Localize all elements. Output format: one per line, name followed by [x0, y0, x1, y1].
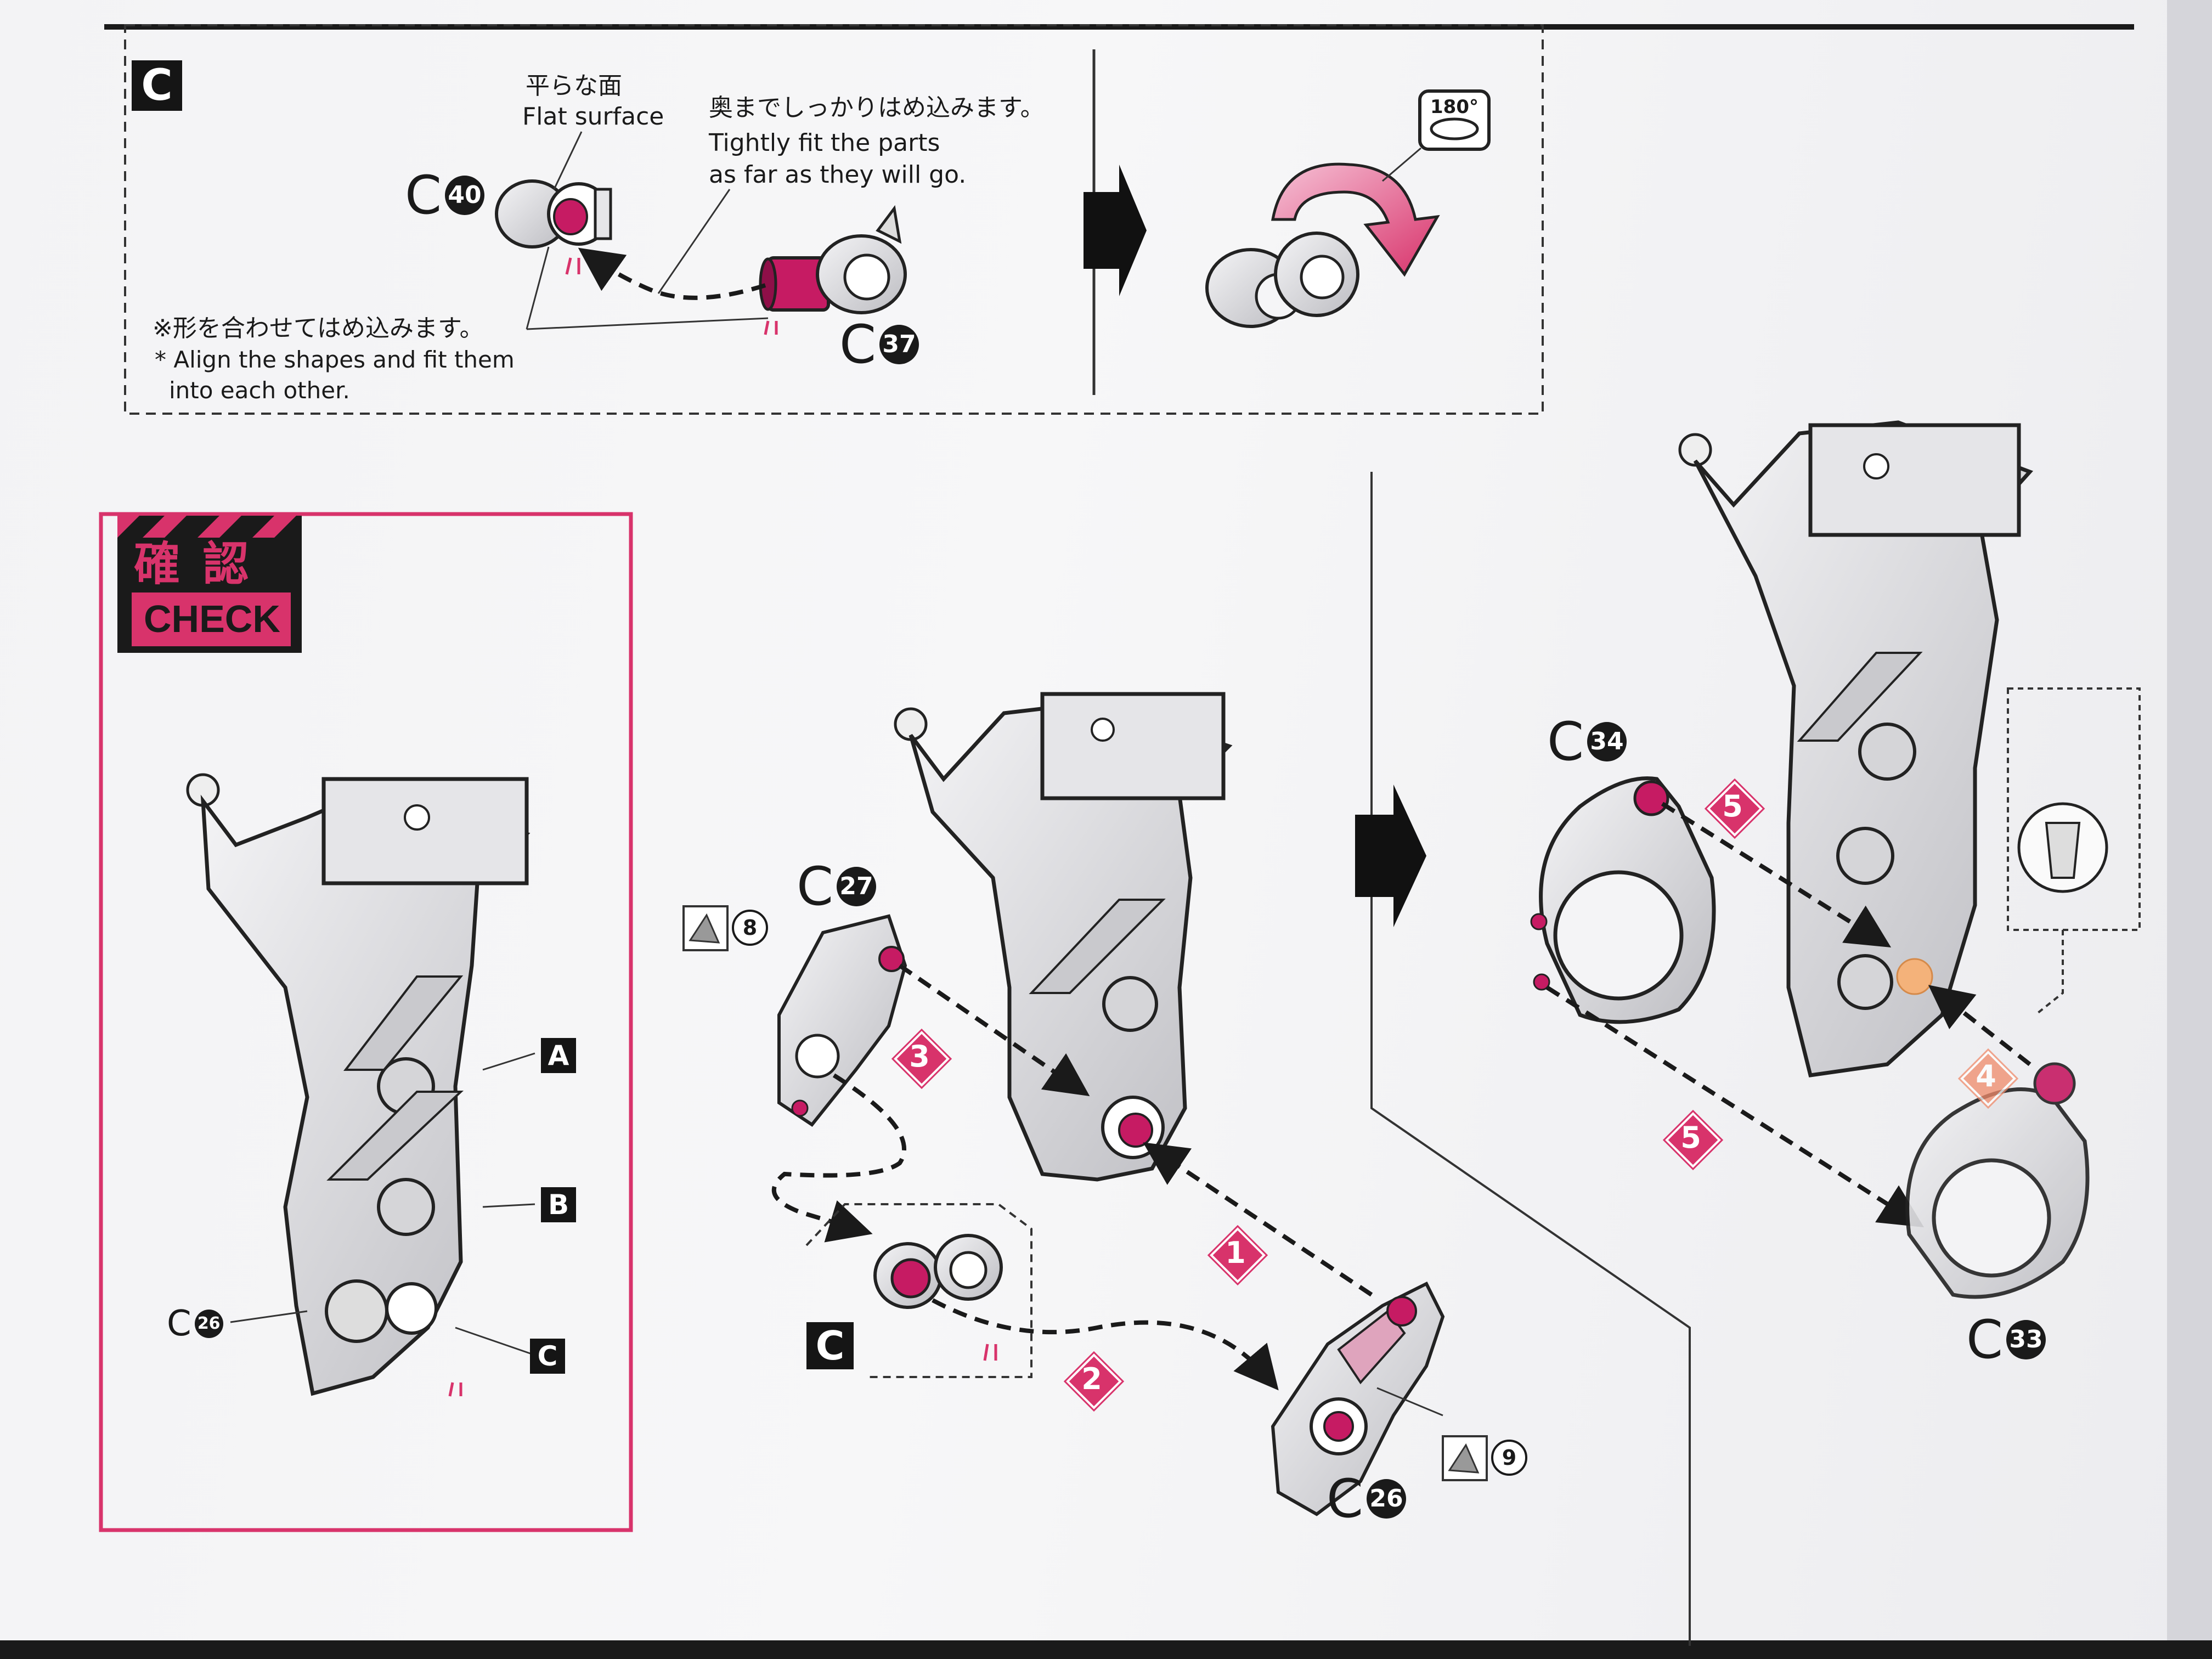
check-part-c26-number: 26	[194, 1310, 223, 1338]
check-title-en: CHECK	[144, 597, 280, 640]
part-c34-drawing	[1530, 776, 1716, 1024]
page-edge	[2167, 0, 2212, 1659]
middle-assembly-drawing	[894, 692, 1233, 1182]
check-panel-frame	[99, 512, 633, 1532]
align-en-1: * Align the shapes and fit them	[155, 346, 515, 373]
part-c27-number: 27	[837, 867, 877, 906]
section-c-frame	[124, 24, 1544, 415]
align-jp: ※形を合わせてはめ込みます。	[153, 314, 484, 342]
flat-surface-en: Flat surface	[522, 103, 664, 131]
rotate-180-label: 180°	[1430, 96, 1479, 118]
check-part-c26-letter: C	[167, 1304, 191, 1344]
nipper-icon-9	[1442, 1435, 1488, 1481]
section-c-badge: C	[132, 60, 182, 111]
nipper-icon-8	[682, 905, 729, 951]
part-c40-drawing	[495, 179, 612, 249]
sub-c-badge: C	[806, 1322, 854, 1369]
step-3-number: 3	[909, 1039, 930, 1074]
step-2-number: 2	[1081, 1362, 1102, 1396]
part-c33-number: 33	[2006, 1320, 2046, 1359]
section-c-arrow	[1084, 165, 1147, 296]
step-badge-3: 3	[894, 1031, 950, 1087]
right-arrow	[1355, 785, 1426, 927]
rotation-arrow	[1271, 162, 1440, 277]
step-4-number: 4	[1976, 1059, 1996, 1093]
step-badge-5a: 5	[1707, 781, 1763, 837]
step-badge-1: 1	[1210, 1227, 1266, 1283]
check-callout-a: A	[541, 1038, 576, 1073]
part-c26-letter: C	[1327, 1468, 1364, 1530]
part-c26-drawing	[1271, 1281, 1445, 1516]
part-c27-drawing	[777, 914, 907, 1127]
cut-number-9: 9	[1491, 1440, 1527, 1476]
step-5b-number: 5	[1680, 1120, 1701, 1155]
part-c26-number: 26	[1367, 1479, 1407, 1519]
step-badge-4: 4	[1960, 1051, 2016, 1107]
zoom-inset-frame	[2007, 687, 2141, 931]
right-assembly-drawing	[1678, 420, 2034, 1077]
part-c33-letter: C	[1966, 1309, 2004, 1370]
part-c37-letter: C	[839, 314, 877, 375]
bottom-strip	[0, 1640, 2212, 1659]
step-badge-2: 2	[1066, 1353, 1122, 1409]
step-badge-5b: 5	[1665, 1112, 1721, 1168]
sub-c-drawing	[873, 1234, 1003, 1309]
step-5a-number: 5	[1722, 789, 1743, 823]
tight-fit-en-1: Tightly fit the parts	[709, 129, 940, 157]
check-title-jp: 確 認	[134, 537, 252, 591]
part-c40-letter: C	[405, 165, 442, 226]
rotated-part-drawing	[1205, 232, 1359, 328]
part-c40-number: 40	[445, 176, 485, 215]
check-assembly-drawing	[186, 773, 531, 1396]
tight-fit-en-2: as far as they will go.	[709, 161, 967, 189]
top-rule	[104, 24, 2134, 30]
flat-surface-jp: 平らな面	[526, 72, 622, 100]
part-c27-letter: C	[797, 856, 834, 917]
cut-number-8: 8	[732, 910, 768, 946]
check-callout-b: B	[541, 1187, 576, 1222]
part-c37-number: 37	[879, 325, 919, 364]
part-c34-letter: C	[1547, 711, 1584, 772]
align-en-2: into each other.	[169, 377, 350, 404]
step-1-number: 1	[1225, 1235, 1246, 1270]
check-callout-c: C	[530, 1339, 565, 1374]
part-c34-number: 34	[1587, 722, 1627, 761]
part-c33-drawing	[1905, 1062, 2090, 1299]
part-c37-drawing	[759, 205, 907, 314]
tight-fit-jp: 奥までしっかりはめ込みます。	[709, 94, 1045, 122]
